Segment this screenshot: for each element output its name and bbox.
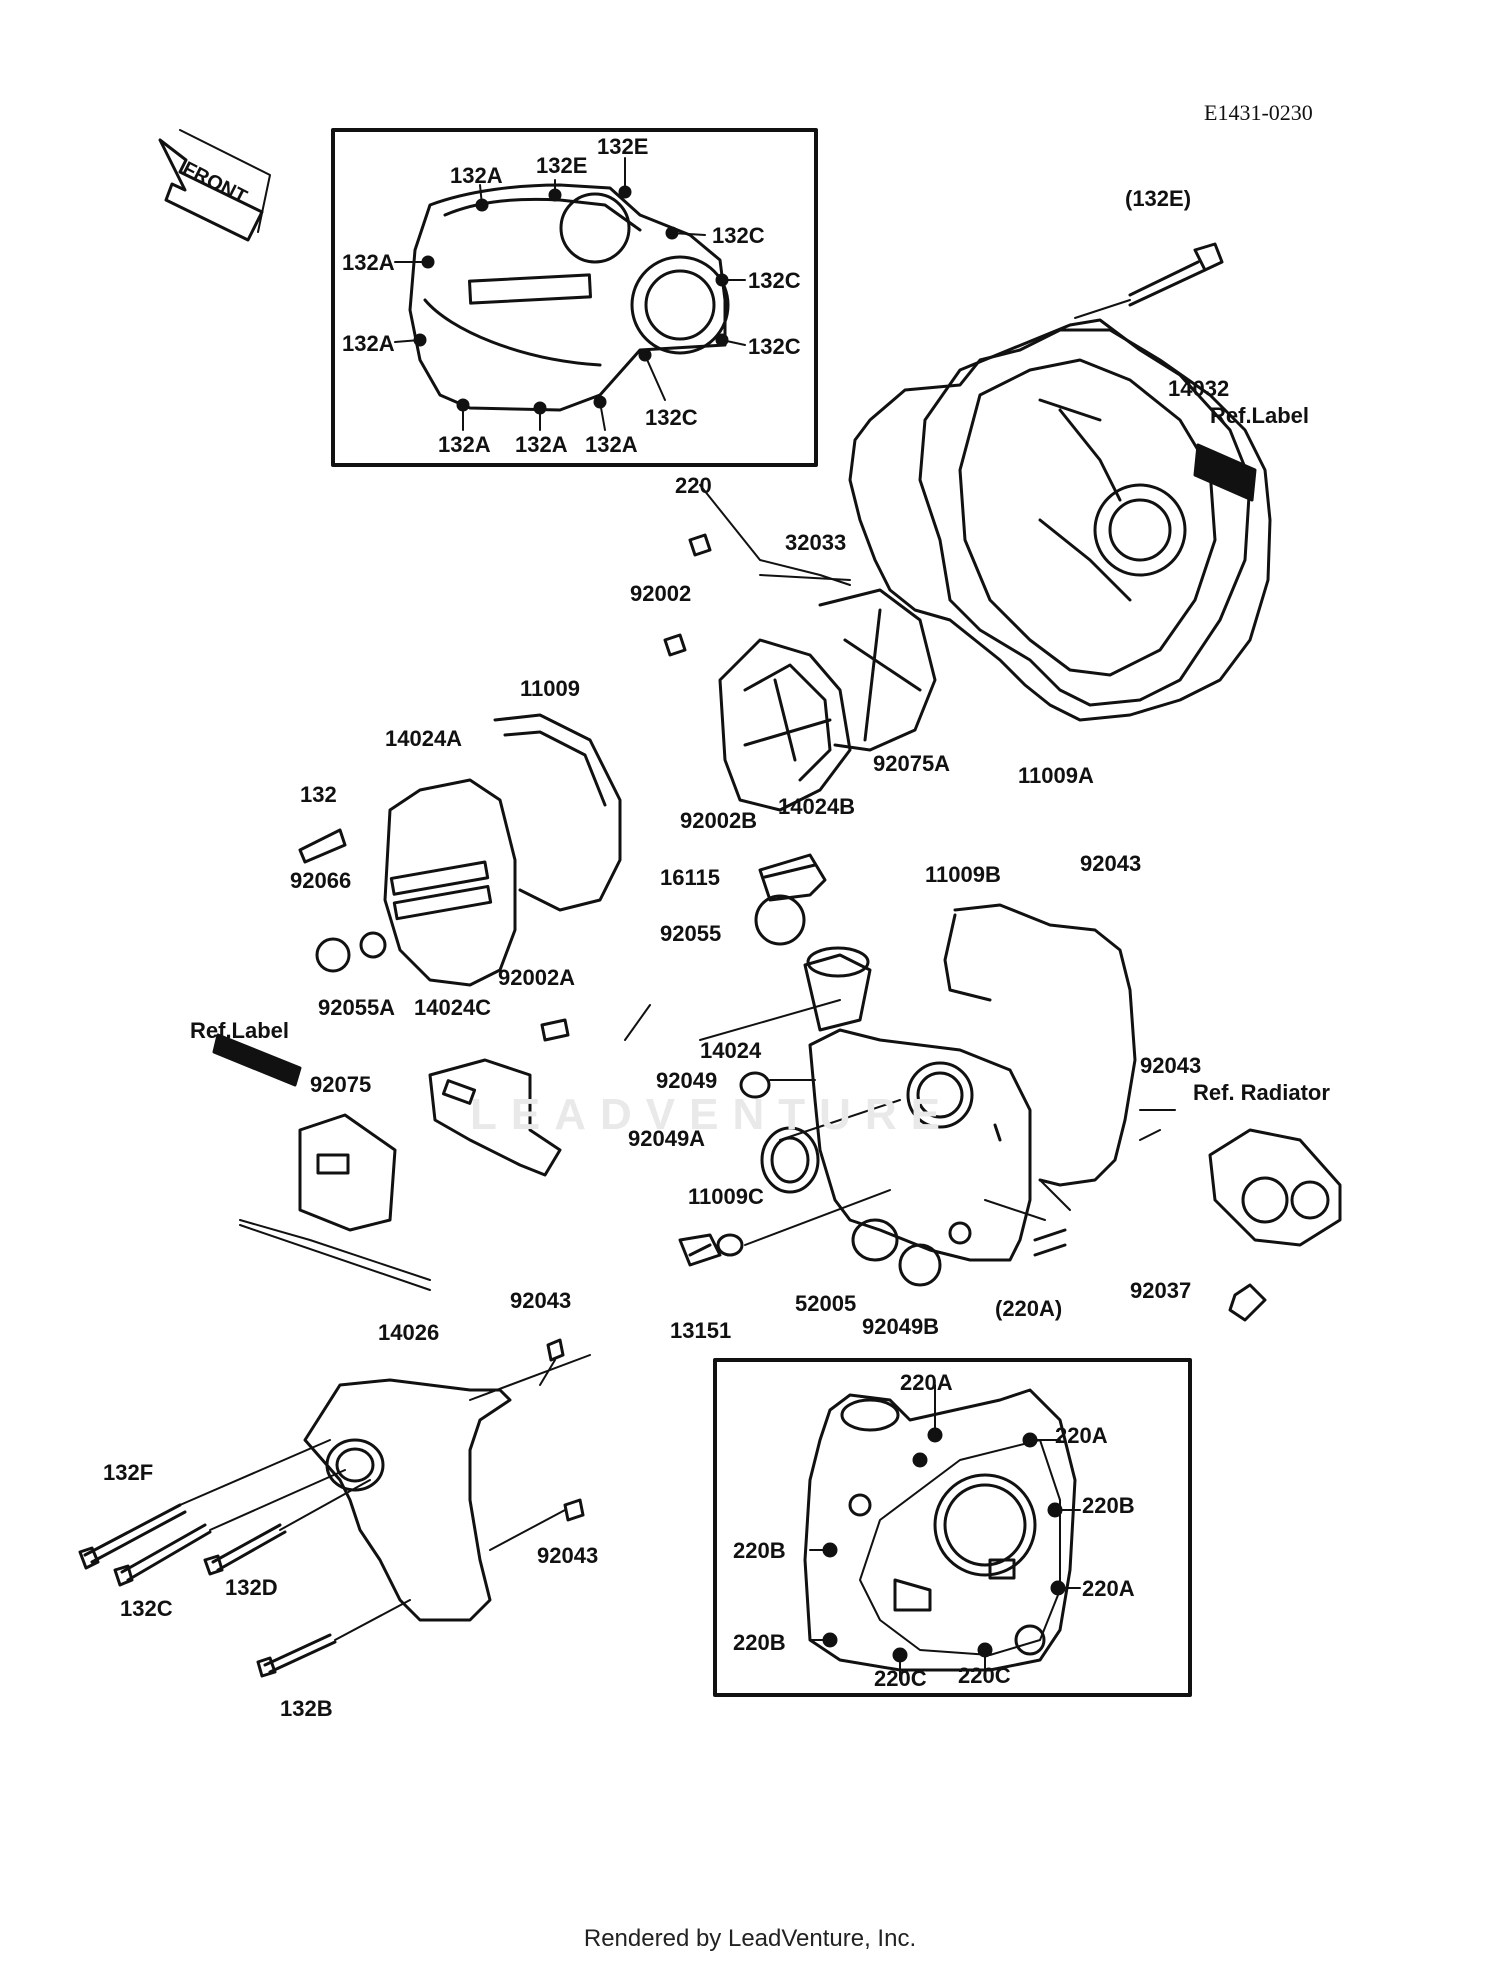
label-inset1-132c-3: 132C (748, 334, 801, 359)
crankcase-cover-14032-drawing (918, 318, 1252, 707)
radiator-ref-drawing (1208, 1128, 1342, 1322)
seals-drawing (678, 894, 1067, 1287)
label-92043-b: 92043 (1140, 1053, 1202, 1078)
inset-box-bottom (713, 1358, 1192, 1697)
label-ref-label-2: Ref.Label (190, 1018, 290, 1043)
label-92075: 92075 (310, 1072, 372, 1097)
label-92043-d: 92043 (537, 1543, 599, 1568)
label-92002a: 92002A (498, 965, 576, 990)
inset-box-top (331, 128, 818, 467)
label-92055a: 92055A (318, 995, 396, 1020)
inset2-leaders (809, 1384, 1081, 1681)
gasket-11009a-drawing (848, 328, 1272, 722)
front-arrow-icon (158, 129, 271, 242)
label-inset1-132c-2: 132C (748, 268, 801, 293)
oil-cap-16115-drawing (758, 853, 827, 902)
bolt-132e-icon (1074, 242, 1224, 319)
label-92043-a: 92043 (1080, 851, 1142, 876)
label-11009c: 11009C (688, 1184, 764, 1209)
label-92075a: 92075A (873, 751, 951, 776)
label-92066: 92066 (290, 868, 352, 893)
label-92049a: 92049A (628, 1126, 706, 1151)
cover-14024a-drawing (298, 713, 622, 987)
label-inset1-132e-2: 132E (597, 134, 649, 159)
clutch-cover-inset-drawing (408, 183, 730, 415)
label-92049b: 92049B (862, 1314, 940, 1339)
label-inset2-220a-3: 220A (1082, 1576, 1135, 1601)
label-inset1-132a-top: 132A (450, 163, 503, 188)
ref-label-strip-1 (1193, 443, 1257, 502)
label-14024a: 14024A (385, 726, 463, 751)
label-inset1-132a-b2: 132A (515, 432, 568, 457)
label-ref-label-1: Ref.Label (1210, 403, 1310, 428)
label-220a-paren: (220A) (995, 1296, 1063, 1321)
label-inset1-132c-1: 132C (712, 223, 765, 248)
label-11009b: 11009B (925, 862, 1001, 887)
bolts-132-group-drawing (78, 1439, 566, 1678)
label-inset2-220c-1: 220C (874, 1666, 927, 1691)
label-220: 220 (675, 473, 712, 498)
label-inset1-132a-left1: 132A (342, 250, 395, 275)
label-14026: 14026 (378, 1320, 440, 1345)
plate-92075-drawing (239, 1113, 431, 1291)
label-14024b: 14024B (778, 794, 856, 819)
label-inset2-220a-2: 220A (1055, 1423, 1108, 1448)
label-inset2-220b-3: 220B (733, 1630, 786, 1655)
label-132e-paren: (132E) (1125, 186, 1192, 211)
label-11009: 11009 (520, 676, 580, 701)
label-92002: 92002 (630, 581, 692, 606)
label-132b: 132B (280, 1696, 333, 1721)
label-32033: 32033 (785, 530, 847, 555)
label-132f: 132F (103, 1460, 154, 1485)
label-14032: 14032 (1168, 376, 1230, 401)
diagram-code: E1431-0230 (1204, 100, 1313, 125)
cover-inset-drawing (803, 1388, 1077, 1672)
water-pump-cover-14024b-drawing (663, 484, 937, 812)
label-92043-c: 92043 (510, 1288, 572, 1313)
label-132c: 132C (120, 1596, 173, 1621)
label-inset1-132a-b3: 132A (585, 432, 638, 457)
label-inset1-132c-4: 132C (645, 405, 698, 430)
main-leaders (624, 999, 1176, 1246)
label-inset2-220c-2: 220C (958, 1663, 1011, 1688)
label-14024: 14024 (700, 1038, 762, 1063)
label-11009a: 11009A (1018, 763, 1094, 788)
watermark: LEADVENTURE (470, 1090, 955, 1139)
label-92049: 92049 (656, 1068, 718, 1093)
label-92002b: 92002B (680, 808, 758, 833)
label-inset2-220b-2: 220B (733, 1538, 786, 1563)
label-132: 132 (300, 782, 337, 807)
cover-14024-drawing (803, 946, 1032, 1262)
label-16115: 16115 (660, 865, 720, 890)
label-14024c: 14024C (414, 995, 492, 1020)
label-inset1-132e-1: 132E (536, 153, 588, 178)
label-inset2-220b-1: 220B (1082, 1493, 1135, 1518)
label-132d: 132D (225, 1575, 278, 1600)
label-13151: 13151 (670, 1318, 732, 1343)
label-inset1-132a-left2: 132A (342, 331, 395, 356)
label-52005: 52005 (795, 1291, 857, 1316)
label-ref-radiator: Ref. Radiator (1193, 1080, 1330, 1105)
label-inset2-220a-1: 220A (900, 1370, 953, 1395)
ref-label-strip-2 (212, 1033, 302, 1087)
footer-credit: Rendered by LeadVenture, Inc. (583, 1925, 917, 1952)
gasket-11009b-drawing (943, 903, 1137, 1187)
label-92055: 92055 (660, 921, 722, 946)
label-92037: 92037 (1130, 1278, 1192, 1303)
inset1-leaders (394, 157, 746, 431)
bracket-14024c-drawing (428, 1018, 570, 1177)
cover-14026-drawing (303, 1338, 591, 1622)
label-inset1-132a-b1: 132A (438, 432, 491, 457)
